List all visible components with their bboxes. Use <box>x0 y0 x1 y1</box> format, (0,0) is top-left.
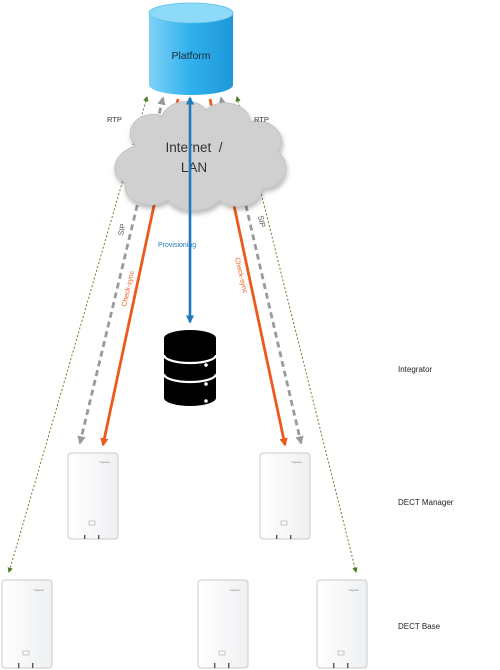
sip-arrow-left <box>77 96 166 445</box>
row-label-dect-base: DECT Base <box>398 622 441 631</box>
dect-manager-device-right: Gigaset <box>259 452 311 540</box>
database-icon <box>162 330 218 406</box>
device-brand: Gigaset <box>100 460 111 464</box>
device-brand: Gigaset <box>292 460 303 464</box>
device-brand: Gigaset <box>230 588 241 592</box>
sip-label-left: SIP <box>116 223 127 237</box>
dect-manager-device-left: Gigaset <box>67 452 119 540</box>
sip-label-right: SIP <box>256 215 267 229</box>
sip-arrow-right <box>218 96 304 445</box>
rtp-line-left <box>7 95 149 574</box>
device-brand: Gigaset <box>349 588 360 592</box>
provisioning-label: Provisioning <box>158 242 196 249</box>
dect-base-device-right: Gigaset <box>316 579 368 669</box>
platform-cylinder <box>148 2 234 95</box>
device-brand: Gigaset <box>34 588 45 592</box>
dect-base-device-left: Gigaset <box>1 579 53 669</box>
row-label-integrator: Integrator <box>398 365 433 374</box>
internet-lan-cloud <box>114 101 287 211</box>
cloud-label-line1: Internet / <box>165 140 222 155</box>
cloud-label-line2: LAN <box>181 160 207 175</box>
platform-label: Platform <box>171 50 210 62</box>
dect-base-device-middle: Gigaset <box>197 579 249 669</box>
rtp-label-left: RTP <box>107 115 122 124</box>
check-sync-arrow-left <box>100 195 158 447</box>
check-sync-arrow-right <box>230 195 288 447</box>
rtp-label-right: RTP <box>254 115 269 124</box>
row-label-dect-manager: DECT Manager <box>398 498 454 507</box>
